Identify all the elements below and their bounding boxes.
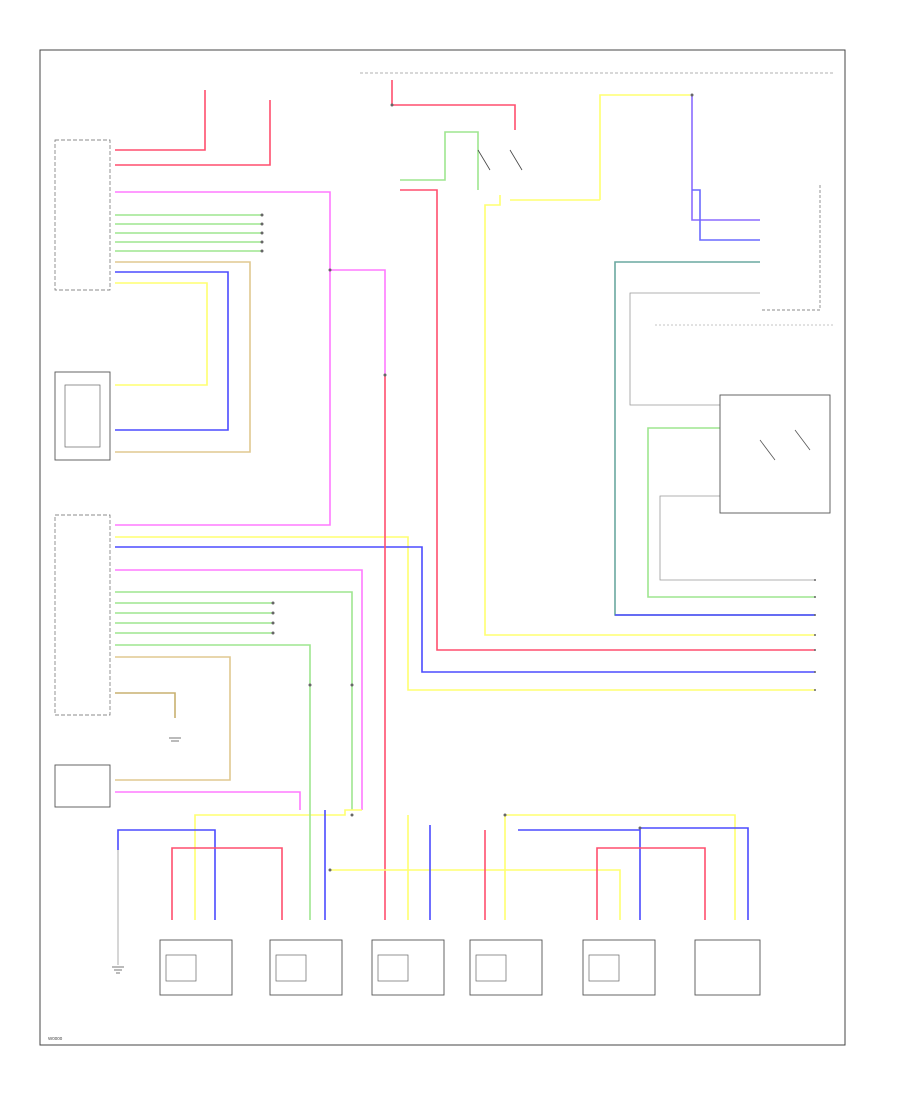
wire-tan-2 bbox=[115, 656, 231, 781]
wire-gray-1 bbox=[629, 292, 760, 406]
sensor-inner bbox=[64, 384, 101, 448]
wire-blue-8 bbox=[640, 827, 749, 920]
wire-yellow-5 bbox=[115, 536, 815, 691]
wire-yellow-1 bbox=[115, 282, 208, 386]
wire-yellow-6 bbox=[194, 809, 362, 920]
wire-tan-3 bbox=[115, 692, 176, 718]
wire-blue-4 bbox=[117, 829, 216, 920]
switch-contact-a bbox=[477, 149, 491, 171]
relay-contact-1 bbox=[759, 439, 776, 461]
footer-code: W0000 bbox=[48, 1036, 63, 1041]
wire-red-3 bbox=[391, 80, 516, 130]
wire-purple-2 bbox=[692, 189, 760, 241]
wire-green-6 bbox=[400, 131, 479, 190]
wires bbox=[115, 80, 815, 965]
relay-box-right bbox=[719, 394, 831, 514]
wire-gray-2 bbox=[659, 495, 815, 581]
wire-red-6 bbox=[171, 847, 283, 920]
component-5-inner bbox=[588, 954, 620, 982]
component-3 bbox=[371, 939, 445, 996]
component-3-inner bbox=[377, 954, 409, 982]
wire-green-8 bbox=[115, 591, 353, 810]
component-5 bbox=[582, 939, 656, 996]
wire-green-7 bbox=[647, 427, 815, 598]
wire-tan-1 bbox=[115, 261, 251, 453]
wire-yellow-3 bbox=[599, 94, 690, 200]
sensor-box bbox=[54, 371, 111, 461]
connector-dots bbox=[260, 93, 816, 872]
right-bracket bbox=[760, 185, 821, 311]
relay-contact-2 bbox=[794, 429, 811, 451]
component-1-inner bbox=[165, 954, 197, 982]
bottom-components bbox=[159, 939, 761, 996]
wire-yellow-7 bbox=[330, 869, 621, 920]
wire-yellow-2 bbox=[484, 195, 815, 636]
component-4-inner bbox=[475, 954, 507, 982]
wire-red-1 bbox=[115, 90, 206, 151]
wire-purple-1 bbox=[691, 95, 760, 221]
diagram-frame bbox=[39, 49, 846, 1046]
climate-control-module bbox=[54, 514, 111, 716]
wire-blue-7 bbox=[518, 829, 641, 920]
wire-blue-1 bbox=[115, 271, 229, 431]
wire-red-8 bbox=[596, 847, 706, 920]
wire-red-4 bbox=[400, 189, 815, 651]
wire-green-13 bbox=[115, 644, 311, 800]
wire-teal-1 bbox=[614, 261, 815, 616]
wire-pink-3 bbox=[115, 569, 363, 810]
component-1 bbox=[159, 939, 233, 996]
wire-pink-1 bbox=[115, 191, 331, 526]
module-electronic-top bbox=[54, 139, 111, 291]
wire-red-2 bbox=[115, 100, 271, 166]
lower-module bbox=[54, 764, 111, 808]
component-4 bbox=[469, 939, 543, 996]
wire-pink-2 bbox=[330, 269, 386, 375]
ground-symbols bbox=[112, 737, 181, 974]
component-2 bbox=[269, 939, 343, 996]
wire-yellow-8 bbox=[505, 814, 736, 920]
switch-contact-b bbox=[509, 149, 523, 171]
wire-blue-3 bbox=[115, 546, 815, 673]
wire-pink-4 bbox=[115, 791, 301, 810]
component-2-inner bbox=[275, 954, 307, 982]
component-6 bbox=[694, 939, 761, 996]
